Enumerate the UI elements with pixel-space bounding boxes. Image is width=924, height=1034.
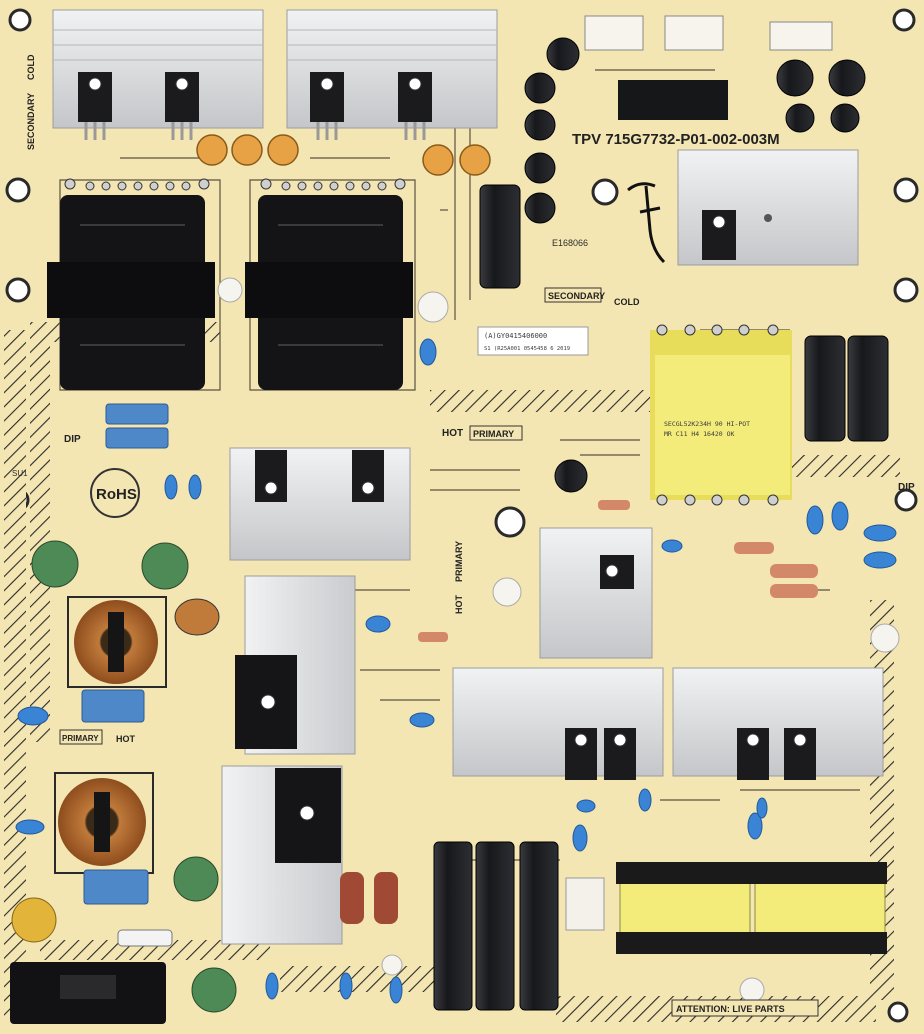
svg-text:SECONDARY: SECONDARY (548, 291, 605, 301)
svg-text:SU1: SU1 (12, 469, 28, 478)
svg-text:PRIMARY: PRIMARY (473, 429, 514, 439)
top-heatsinks (52, 9, 498, 140)
middle-heatsinks (221, 447, 884, 945)
board-model-label: TPV 715G7732-P01-002-003M (572, 131, 780, 148)
svg-text:HOT: HOT (442, 428, 463, 439)
dip-labels: DIP DIP SU1 (12, 434, 915, 493)
handwritten-mark (627, 182, 666, 264)
fuse (117, 929, 173, 947)
electrolytic-capacitors-bottom (433, 841, 559, 1011)
transformer-label-text: SECGL52K234H 90 HI-POT MR C11 H4 16420 O… (664, 420, 750, 438)
svg-text:COLD: COLD (26, 54, 36, 80)
main-transformers (47, 178, 413, 390)
secondary-cold-top-label: SECONDARY COLD (26, 54, 36, 150)
svg-text:MR C11 H4 16420 OK: MR C11 H4 16420 OK (664, 430, 735, 438)
svg-text:ATTENTION: LIVE PARTS: ATTENTION: LIVE PARTS (676, 1004, 785, 1014)
svg-text:COLD: COLD (614, 297, 640, 307)
svg-text:HOT: HOT (454, 595, 464, 615)
small-orange-capacitors (196, 134, 491, 176)
common-mode-chokes (54, 596, 220, 874)
mounting-holes (5, 8, 919, 1023)
yellow-y-capacitor (11, 897, 57, 943)
electrolytic-capacitors-top (479, 37, 889, 493)
blue-film-capacitors (81, 403, 169, 905)
mains-connector (10, 962, 166, 1024)
svg-text:DIP: DIP (64, 434, 81, 445)
attention-label: ATTENTION: LIVE PARTS (671, 999, 819, 1017)
svg-text:PRIMARY: PRIMARY (62, 734, 99, 743)
yellow-transformer-main (650, 324, 792, 506)
resistors (340, 500, 818, 931)
barcode-sub-label: S1 (R25A001 0545458 6 2019 (484, 346, 570, 352)
svg-text:DIP: DIP (898, 482, 915, 493)
top-connectors (584, 15, 833, 120)
white-components (217, 277, 900, 1003)
heatsink-right-top (677, 149, 859, 266)
barcode-label: (A)GY0415406000 (484, 332, 547, 340)
primary-hot-left-label: PRIMARY HOT (59, 729, 136, 745)
hot-primary-mid-label: HOT PRIMARY (442, 425, 523, 441)
svg-text:SECGL52K234H 90 HI-POT: SECGL52K234H 90 HI-POT (664, 420, 750, 428)
rohs-mark: RoHS (96, 486, 137, 503)
svg-text:SECONDARY: SECONDARY (26, 93, 36, 150)
green-varistors (31, 540, 237, 1013)
blue-ceramic-capacitors (15, 338, 897, 1004)
hot-primary-vertical-label: PRIMARY HOT (454, 541, 464, 614)
svg-text:HOT: HOT (116, 734, 136, 744)
cert-mark: E168066 (552, 238, 588, 248)
secondary-cold-mid-label: SECONDARY COLD (544, 287, 640, 307)
yellow-transformers-bottom (616, 862, 887, 954)
svg-text:PRIMARY: PRIMARY (454, 541, 464, 582)
